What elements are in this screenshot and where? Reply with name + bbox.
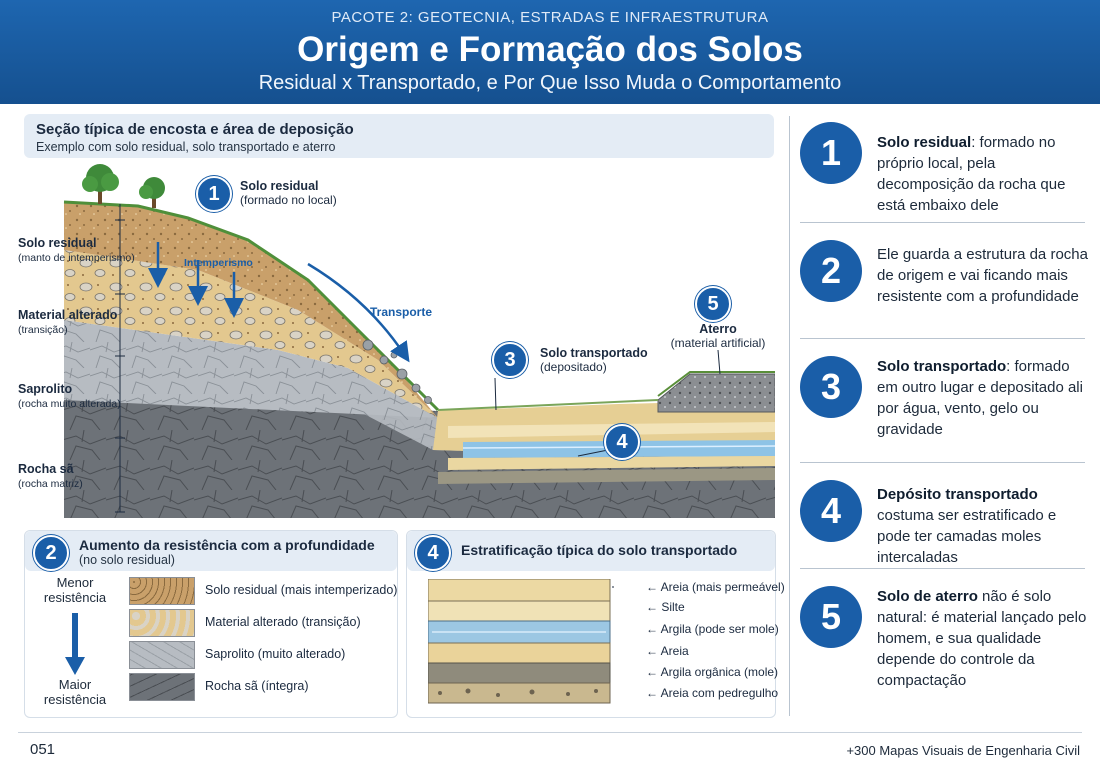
profile-label-rock: Rocha sã(rocha matriz): [18, 462, 83, 490]
profile-label-saprolite: Saprolito(rocha muito alterada): [18, 382, 121, 410]
transport-label: Transporte: [370, 305, 433, 319]
right-badge-2: 2: [800, 240, 862, 302]
divider-1: [800, 222, 1085, 223]
badge-1: 1: [196, 176, 232, 212]
right-item-3: 3 Solo transportado: formado em outro lu…: [800, 356, 1090, 476]
grass-surface: [63, 200, 440, 412]
right-badge-4: 4: [800, 480, 862, 542]
divider-4: [800, 568, 1085, 569]
column-separator: [789, 116, 790, 716]
legend-row-rock: Rocha sã (íntegra): [129, 673, 389, 703]
right-badge-1: 1: [800, 122, 862, 184]
swatch-residual: [129, 577, 195, 605]
strata-label-1: ← Silte: [646, 600, 685, 614]
strata-label-2: ← Argila (pode ser mole): [646, 622, 779, 636]
right-item-5: 5 Solo de aterro não é solo natural: é m…: [800, 586, 1090, 706]
page-subtitle: Residual x Transportado, e Por Que Isso …: [258, 72, 842, 94]
page-title: Origem e Formação dos Solos: [297, 30, 803, 69]
section-subtitle: Exemplo com solo residual, solo transpor…: [36, 140, 336, 154]
strength-low-label: Menor resistência: [43, 575, 107, 605]
strata-label-4: ← Argila orgânica (mole): [646, 665, 779, 679]
strength-arrow-icon: [65, 613, 85, 675]
stratum-gravelly-sand: [428, 682, 611, 704]
profile-brackets: [115, 204, 125, 513]
page-number: 051: [30, 741, 56, 758]
section-header: Seção típica de encosta e área de deposi…: [24, 114, 774, 158]
section-title: Seção típica de encosta e área de deposi…: [36, 121, 354, 138]
callout-residual: Solo residual(formado no local): [240, 179, 337, 207]
right-text-1: Solo residual: formado no próprio local,…: [877, 134, 1066, 214]
swatch-altered: [129, 609, 195, 637]
profile-label-residual: Solo residual(manto de intemperismo): [18, 236, 135, 264]
right-item-4: 4 Depósito transportado costuma ser estr…: [800, 480, 1090, 600]
right-item-1: 1 Solo residual: formado no próprio loca…: [800, 122, 1090, 242]
badge-5: 5: [695, 286, 731, 322]
tree-icon-2: [139, 177, 165, 208]
weathering-label: Intemperismo: [184, 257, 253, 269]
callout-transported: Solo transportado(depositado): [540, 346, 648, 374]
stratum-organic-clay: [428, 662, 611, 684]
strata-panel-header: 4 Estratificação típica do solo transpor…: [407, 531, 775, 571]
right-badge-3: 3: [800, 356, 862, 418]
right-item-2: 2 Ele guarda a estrutura da rocha de ori…: [800, 240, 1090, 360]
fill-embankment: [657, 373, 776, 413]
altered-layer: [64, 250, 438, 418]
footer-rule: [18, 732, 1082, 733]
stratum-sand-top: [428, 579, 611, 602]
strength-high-label: Maior resistência: [43, 677, 107, 707]
legend-row-altered: Material alterado (transição): [129, 609, 389, 639]
stratum-silt: [428, 600, 611, 622]
tree-icon-1: [82, 164, 119, 204]
stratum-sand: [428, 642, 611, 664]
transport-arrow: [307, 262, 410, 363]
divider-2: [800, 338, 1085, 339]
legend-row-saprolite: Saprolito (muito alterado): [129, 641, 389, 671]
strata-panel-title: Estratificação típica do solo transporta…: [461, 542, 738, 558]
strata-label-5: ← Areia com pedregulho: [646, 686, 779, 700]
right-text-4: Depósito transportado costuma ser estrat…: [877, 486, 1057, 566]
strength-panel-title: Aumento da resistência com a profundidad…: [79, 537, 375, 553]
strata-label-3: ← Areia: [646, 644, 689, 658]
badge-4-strata: 4: [415, 535, 451, 571]
right-badge-5: 5: [800, 586, 862, 648]
legend-row-residual: Solo residual (mais intemperizado): [129, 577, 397, 607]
right-text-2: Ele guarda a estrutura da rocha de orige…: [877, 246, 1088, 305]
strata-label-0: ← Areia (mais permeável): [646, 580, 785, 594]
series-label: +300 Mapas Visuais de Engenharia Civil: [846, 743, 1080, 758]
swatch-saprolite: [129, 641, 195, 669]
strength-panel: 2 Aumento da resistência com a profundid…: [24, 530, 398, 718]
strata-column-svg: [428, 579, 614, 704]
badge-2: 2: [33, 535, 69, 571]
strength-panel-subtitle: (no solo residual): [79, 553, 175, 567]
right-text-3: Solo transportado: formado em outro luga…: [877, 358, 1083, 438]
strength-panel-header: 2 Aumento da resistência com a profundid…: [25, 531, 397, 571]
header-banner: PACOTE 2: GEOTECNIA, ESTRADAS E INFRAEST…: [0, 0, 1100, 104]
cross-section-diagram: Solo residual(manto de intemperismo) Mat…: [18, 160, 776, 518]
divider-3: [800, 462, 1085, 463]
weathering-arrows: [148, 242, 244, 318]
callout-fill: Aterro(material artificial): [670, 322, 766, 350]
badge-4: 4: [604, 424, 640, 460]
badge-3: 3: [492, 342, 528, 378]
profile-label-altered: Material alterado(transição): [18, 308, 118, 336]
cross-section-svg: [63, 164, 776, 518]
swatch-rock: [129, 673, 195, 701]
header-kicker: PACOTE 2: GEOTECNIA, ESTRADAS E INFRAEST…: [331, 9, 769, 26]
right-text-5: Solo de aterro não é solo natural: é mat…: [877, 588, 1087, 689]
